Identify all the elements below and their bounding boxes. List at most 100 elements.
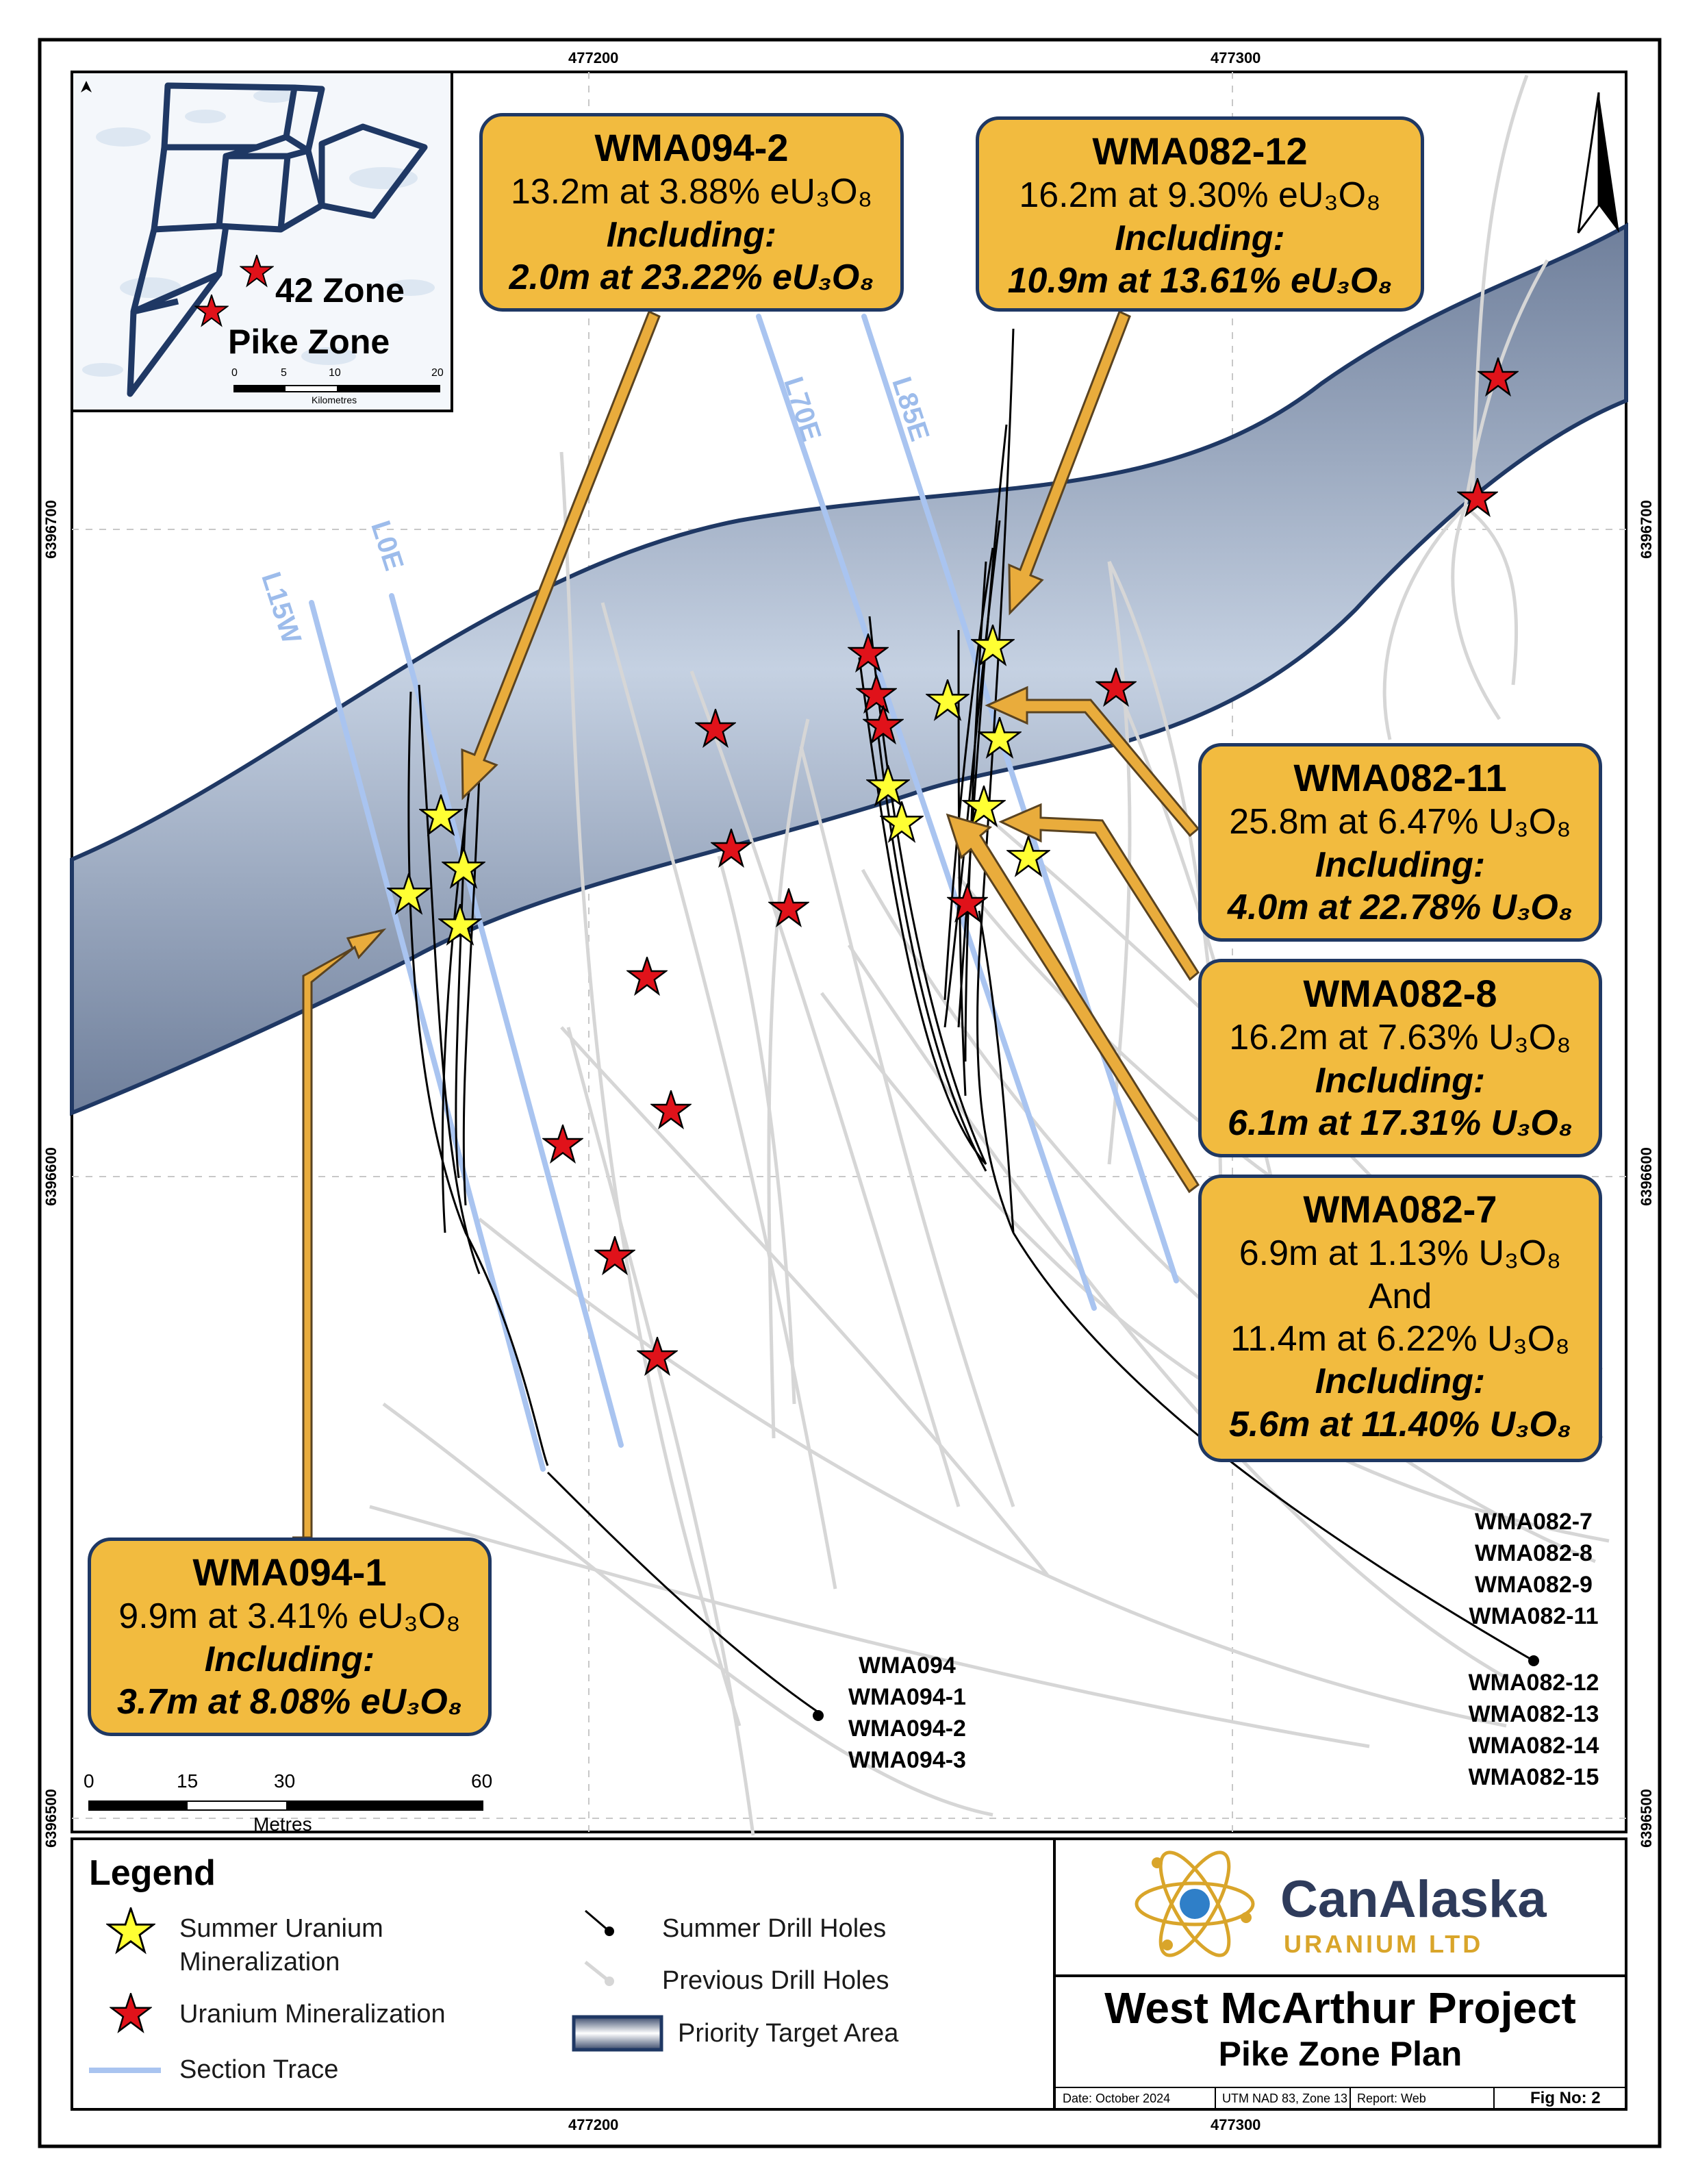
- callout-including-label: Including:: [1115, 218, 1285, 258]
- drillhole-collar-wma082: [1528, 1655, 1539, 1666]
- priority-target-area: [70, 222, 1628, 1116]
- callout-title: WMA082-12: [1092, 129, 1308, 173]
- x-tick-bottom-477300: 477300: [1211, 2116, 1261, 2133]
- callout-title: WMA094-2: [594, 126, 789, 169]
- canalaska-logo-icon: [1135, 1850, 1255, 1957]
- callout-and: And: [1368, 1276, 1432, 1316]
- callout-including-label: Including:: [1315, 1361, 1486, 1402]
- arrow-wma082-7: [946, 813, 1200, 1194]
- plan-title: Pike Zone Plan: [1218, 2035, 1462, 2073]
- hole-label: WMA094-1: [848, 1683, 966, 1710]
- callout-wma082-12: WMA082-12 16.2m at 9.30% eU₃O₈ Including…: [976, 116, 1424, 312]
- scale-bar: [88, 1800, 483, 1811]
- inset-scale-unit: Kilometres: [312, 394, 357, 405]
- scale-tick-15: 15: [177, 1770, 199, 1792]
- legend-section-trace: Section Trace: [179, 2055, 339, 2084]
- callout-title: WMA082-8: [1303, 972, 1497, 1015]
- inset-label-42-zone: 42 Zone: [275, 271, 405, 310]
- callout-wma094-2: WMA094-2 13.2m at 3.88% eU₃O₈ Including:…: [479, 113, 904, 312]
- map-report: Report: Web: [1357, 2092, 1426, 2105]
- callout-including-label: Including:: [1315, 844, 1486, 885]
- callout-title: WMA082-11: [1293, 756, 1507, 799]
- hole-label: WMA094-3: [848, 1746, 966, 1773]
- callout-result: 16.2m at 7.63% U₃O₈: [1229, 1018, 1571, 1058]
- legend-uranium: Uranium Mineralization: [179, 2000, 446, 2029]
- hole-label: WMA094-2: [848, 1715, 966, 1742]
- y-tick-right-6396600: 6396600: [1638, 1147, 1655, 1206]
- callout-result-2: 11.4m at 6.22% U₃O₈: [1230, 1318, 1570, 1359]
- inset-map: [71, 71, 453, 412]
- x-tick-bottom-477200: 477200: [568, 2116, 619, 2133]
- section-trace-l15w: [309, 600, 546, 1472]
- arrow-wma082-8: [998, 803, 1200, 981]
- drillhole-collar-wma094: [813, 1710, 824, 1721]
- inset-scale-20: 20: [431, 367, 444, 379]
- hole-labels-wma082-lower: WMA082-12 WMA082-13 WMA082-14 WMA082-15: [1452, 1668, 1616, 1794]
- hole-label: WMA082-8: [1475, 1540, 1593, 1566]
- y-tick-right-6396700: 6396700: [1638, 500, 1655, 559]
- legend-summer-uranium: Summer Uranium Mineralization: [179, 1914, 383, 1977]
- y-tick-left-6396600: 6396600: [42, 1147, 60, 1206]
- company-name: CanAlaska: [1280, 1870, 1547, 1929]
- callout-wma094-1: WMA094-1 9.9m at 3.41% eU₃O₈ Including: …: [88, 1537, 492, 1736]
- hole-label: WMA082-14: [1468, 1732, 1599, 1759]
- map-date: Date: October 2024: [1063, 2092, 1171, 2105]
- arrow-wma094-2: [461, 310, 661, 801]
- x-tick-top-477200: 477200: [568, 49, 619, 66]
- previous-drill-holes: [369, 75, 1610, 1836]
- hole-labels-wma082-upper: WMA082-7 WMA082-8 WMA082-9 WMA082-11: [1452, 1507, 1616, 1633]
- scale-tick-0: 0: [84, 1770, 94, 1792]
- hole-label: WMA082-7: [1475, 1509, 1593, 1535]
- callout-including-result: 10.9m at 13.61% eU₃O₈: [1007, 260, 1393, 301]
- scale-unit: Metres: [253, 1813, 312, 1835]
- hole-label: WMA082-13: [1468, 1700, 1599, 1727]
- callout-including-label: Including:: [204, 1639, 375, 1679]
- figure-number: Fig No: 2: [1530, 2089, 1601, 2107]
- project-title: West McArthur Project: [1104, 1983, 1576, 2033]
- callout-including-result: 3.7m at 8.08% eU₃O₈: [117, 1681, 462, 1722]
- callout-including-result: 4.0m at 22.78% U₃O₈: [1228, 887, 1573, 927]
- callout-title: WMA082-7: [1303, 1188, 1497, 1231]
- map-datum: UTM NAD 83, Zone 13: [1222, 2092, 1348, 2105]
- callout-title: WMA094-1: [192, 1551, 387, 1594]
- legend-previous-drill-holes: Previous Drill Holes: [662, 1966, 889, 1995]
- legend-yellow-star-icon: [107, 1907, 155, 1953]
- hole-label: WMA082-11: [1469, 1603, 1599, 1629]
- callout-arrows: [292, 310, 1200, 1539]
- hole-label: WMA094: [859, 1653, 956, 1679]
- callout-including-label: Including:: [606, 214, 777, 255]
- callout-result: 6.9m at 1.13% U₃O₈: [1239, 1233, 1562, 1274]
- callout-wma082-7: WMA082-7 6.9m at 1.13% U₃O₈ And 11.4m at…: [1198, 1175, 1602, 1462]
- north-arrow: [1577, 92, 1619, 234]
- callout-including-result: 2.0m at 23.22% eU₃O₈: [509, 257, 874, 297]
- scale-tick-30: 30: [274, 1770, 296, 1792]
- scale-tick-60: 60: [471, 1770, 493, 1792]
- hole-label: WMA082-15: [1468, 1763, 1599, 1790]
- callout-including-result: 5.6m at 11.40% U₃O₈: [1228, 1404, 1572, 1444]
- y-tick-left-6396500: 6396500: [42, 1789, 60, 1848]
- callout-result: 13.2m at 3.88% eU₃O₈: [510, 172, 873, 212]
- x-tick-top-477300: 477300: [1211, 49, 1261, 66]
- inset-scale-10: 10: [329, 367, 341, 379]
- legend-title: Legend: [89, 1853, 216, 1893]
- callout-wma082-8: WMA082-8 16.2m at 7.63% U₃O₈ Including: …: [1198, 959, 1602, 1157]
- legend-target-area-icon: [572, 2015, 663, 2052]
- y-tick-left-6396700: 6396700: [42, 500, 60, 559]
- legend-previous-drill-icon: [584, 1961, 614, 1986]
- callout-including-label: Including:: [1315, 1060, 1486, 1101]
- callout-result: 16.2m at 9.30% eU₃O₈: [1019, 175, 1381, 216]
- title-block-frame: [1053, 1837, 1627, 2111]
- legend-red-star-icon: [110, 1993, 151, 2033]
- hole-label: WMA082-9: [1475, 1571, 1593, 1598]
- y-tick-right-6396500: 6396500: [1638, 1789, 1655, 1848]
- legend-priority-target: Priority Target Area: [678, 2019, 899, 2048]
- hole-label: WMA082-12: [1468, 1670, 1599, 1696]
- arrow-wma094-1: [292, 928, 387, 1539]
- outer-border: [38, 38, 1662, 2148]
- inset-scale-0: 0: [231, 367, 238, 379]
- inset-label-pike-zone: Pike Zone: [228, 323, 390, 361]
- arrow-wma082-12: [1008, 310, 1131, 616]
- summer-drill-holes: [407, 328, 1534, 1714]
- section-traces: [309, 314, 1179, 1472]
- callout-including-result: 6.1m at 17.31% U₃O₈: [1228, 1103, 1573, 1143]
